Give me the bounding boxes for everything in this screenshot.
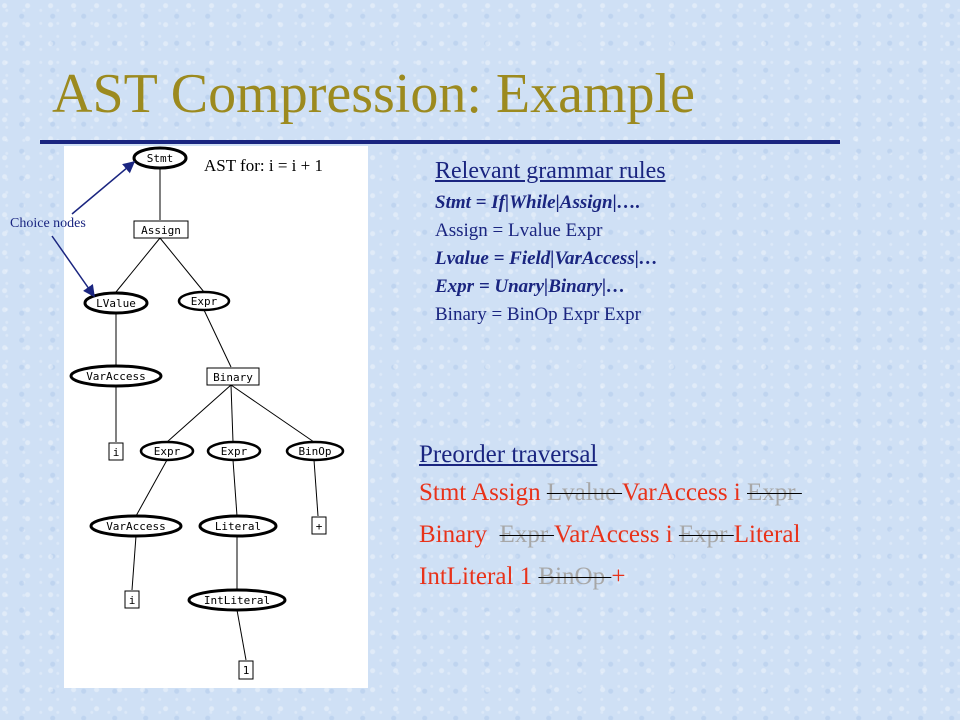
tree-edges [115, 168, 319, 661]
slide-title: AST Compression: Example [52, 63, 695, 125]
ast-tree-diagram: Stmt Assign LValue Expr VarAccess Binary… [69, 146, 345, 680]
traversal-line: Stmt Assign Lvalue VarAccess i Expr [419, 472, 802, 514]
choice-node-outline [89, 514, 183, 538]
traversal-token: IntLiteral 1 [419, 563, 539, 590]
node-label-expr-mid-2: Expr [221, 445, 248, 458]
traversal-token: Binary [419, 521, 500, 548]
traversal-token-removed: Expr [678, 521, 734, 548]
choice-node-outline [187, 588, 287, 612]
traversal-token-removed: Expr [747, 479, 802, 506]
choice-node-outline [139, 440, 195, 462]
node-label-intliteral: IntLiteral [204, 594, 270, 607]
preorder-traversal: Preorder traversal Stmt Assign Lvalue Va… [419, 441, 802, 598]
grammar-rule: Expr = Unary|Binary|… [435, 276, 626, 297]
node-label-assign: Assign [141, 224, 181, 237]
node-label-lvalue: LValue [96, 297, 136, 310]
node-label-leaf-1: 1 [243, 664, 250, 677]
tree-node-lvalue: LValue [83, 291, 149, 315]
choice-node-outline [206, 440, 262, 462]
tree-node-binop: BinOp [285, 440, 345, 462]
node-label-expr-mid-1: Expr [154, 445, 181, 458]
traversal-token-removed: Lvalue [546, 479, 623, 506]
node-label-varaccess-right: VarAccess [106, 520, 166, 533]
grammar-rule: Lvalue = Field|VarAccess|… [435, 248, 658, 269]
tree-node-binary: Binary [206, 367, 260, 386]
node-label-literal: Literal [215, 520, 261, 533]
choice-node-outline [69, 364, 163, 388]
grammar-rules: Relevant grammar rules Stmt = If|While|A… [435, 158, 666, 329]
traversal-line: IntLiteral 1 BinOp + [419, 556, 802, 598]
grammar-rule: Binary = BinOp Expr Expr [435, 304, 641, 325]
title-underline [40, 140, 840, 144]
grammar-heading: Relevant grammar rules [435, 158, 666, 184]
tree-node-expr-top: Expr [177, 290, 231, 312]
node-label-binop: BinOp [298, 445, 331, 458]
traversal-token: VarAccess i [553, 521, 679, 548]
choice-node-outline [285, 440, 345, 462]
node-label-leaf-i-2: i [129, 594, 136, 607]
traversal-token: + [611, 563, 626, 590]
tree-node-leaf-1: 1 [238, 660, 254, 680]
node-label-stmt: Stmt [147, 152, 174, 165]
node-label-binary: Binary [213, 371, 253, 384]
tree-node-expr-mid-1: Expr [139, 440, 195, 462]
tree-node-leaf-i-1: i [108, 442, 124, 461]
choice-nodes-label: Choice nodes [10, 216, 86, 231]
grammar-rule: Stmt = If|While|Assign|…. [435, 192, 641, 213]
tree-node-leaf-i-2: i [124, 590, 140, 609]
tree-node-expr-mid-2: Expr [206, 440, 262, 462]
node-label-leaf-plus: + [316, 520, 323, 533]
tree-node-varaccess-right: VarAccess [89, 514, 183, 538]
traversal-line: Binary Expr VarAccess i Expr Literal [419, 514, 802, 556]
tree-node-stmt: Stmt [132, 146, 188, 170]
traversal-token: Stmt Assign [419, 479, 547, 506]
traversal-token-removed: BinOp [538, 563, 612, 590]
choice-node-outline [132, 146, 188, 170]
tree-caption: AST for: i = i + 1 [204, 156, 323, 175]
choice-node-outline [83, 291, 149, 315]
grammar-rule: Assign = Lvalue Expr [435, 220, 603, 241]
choice-node-outline [198, 514, 278, 538]
tree-node-leaf-plus: + [311, 516, 327, 535]
choice-node-outline [177, 290, 231, 312]
traversal-token: VarAccess i [622, 479, 747, 506]
tree-node-literal: Literal [198, 514, 278, 538]
node-label-varaccess-left: VarAccess [86, 370, 146, 383]
tree-node-varaccess-left: VarAccess [69, 364, 163, 388]
node-label-leaf-i-1: i [113, 446, 120, 459]
tree-node-intliteral: IntLiteral [187, 588, 287, 612]
traversal-token: Literal [733, 521, 801, 548]
tree-node-assign: Assign [133, 220, 189, 239]
node-label-expr-top: Expr [191, 295, 218, 308]
traversal-heading: Preorder traversal [419, 441, 598, 468]
traversal-token-removed: Expr [499, 521, 554, 548]
ast-tree-panel: Stmt Assign LValue Expr VarAccess Binary… [64, 146, 368, 688]
